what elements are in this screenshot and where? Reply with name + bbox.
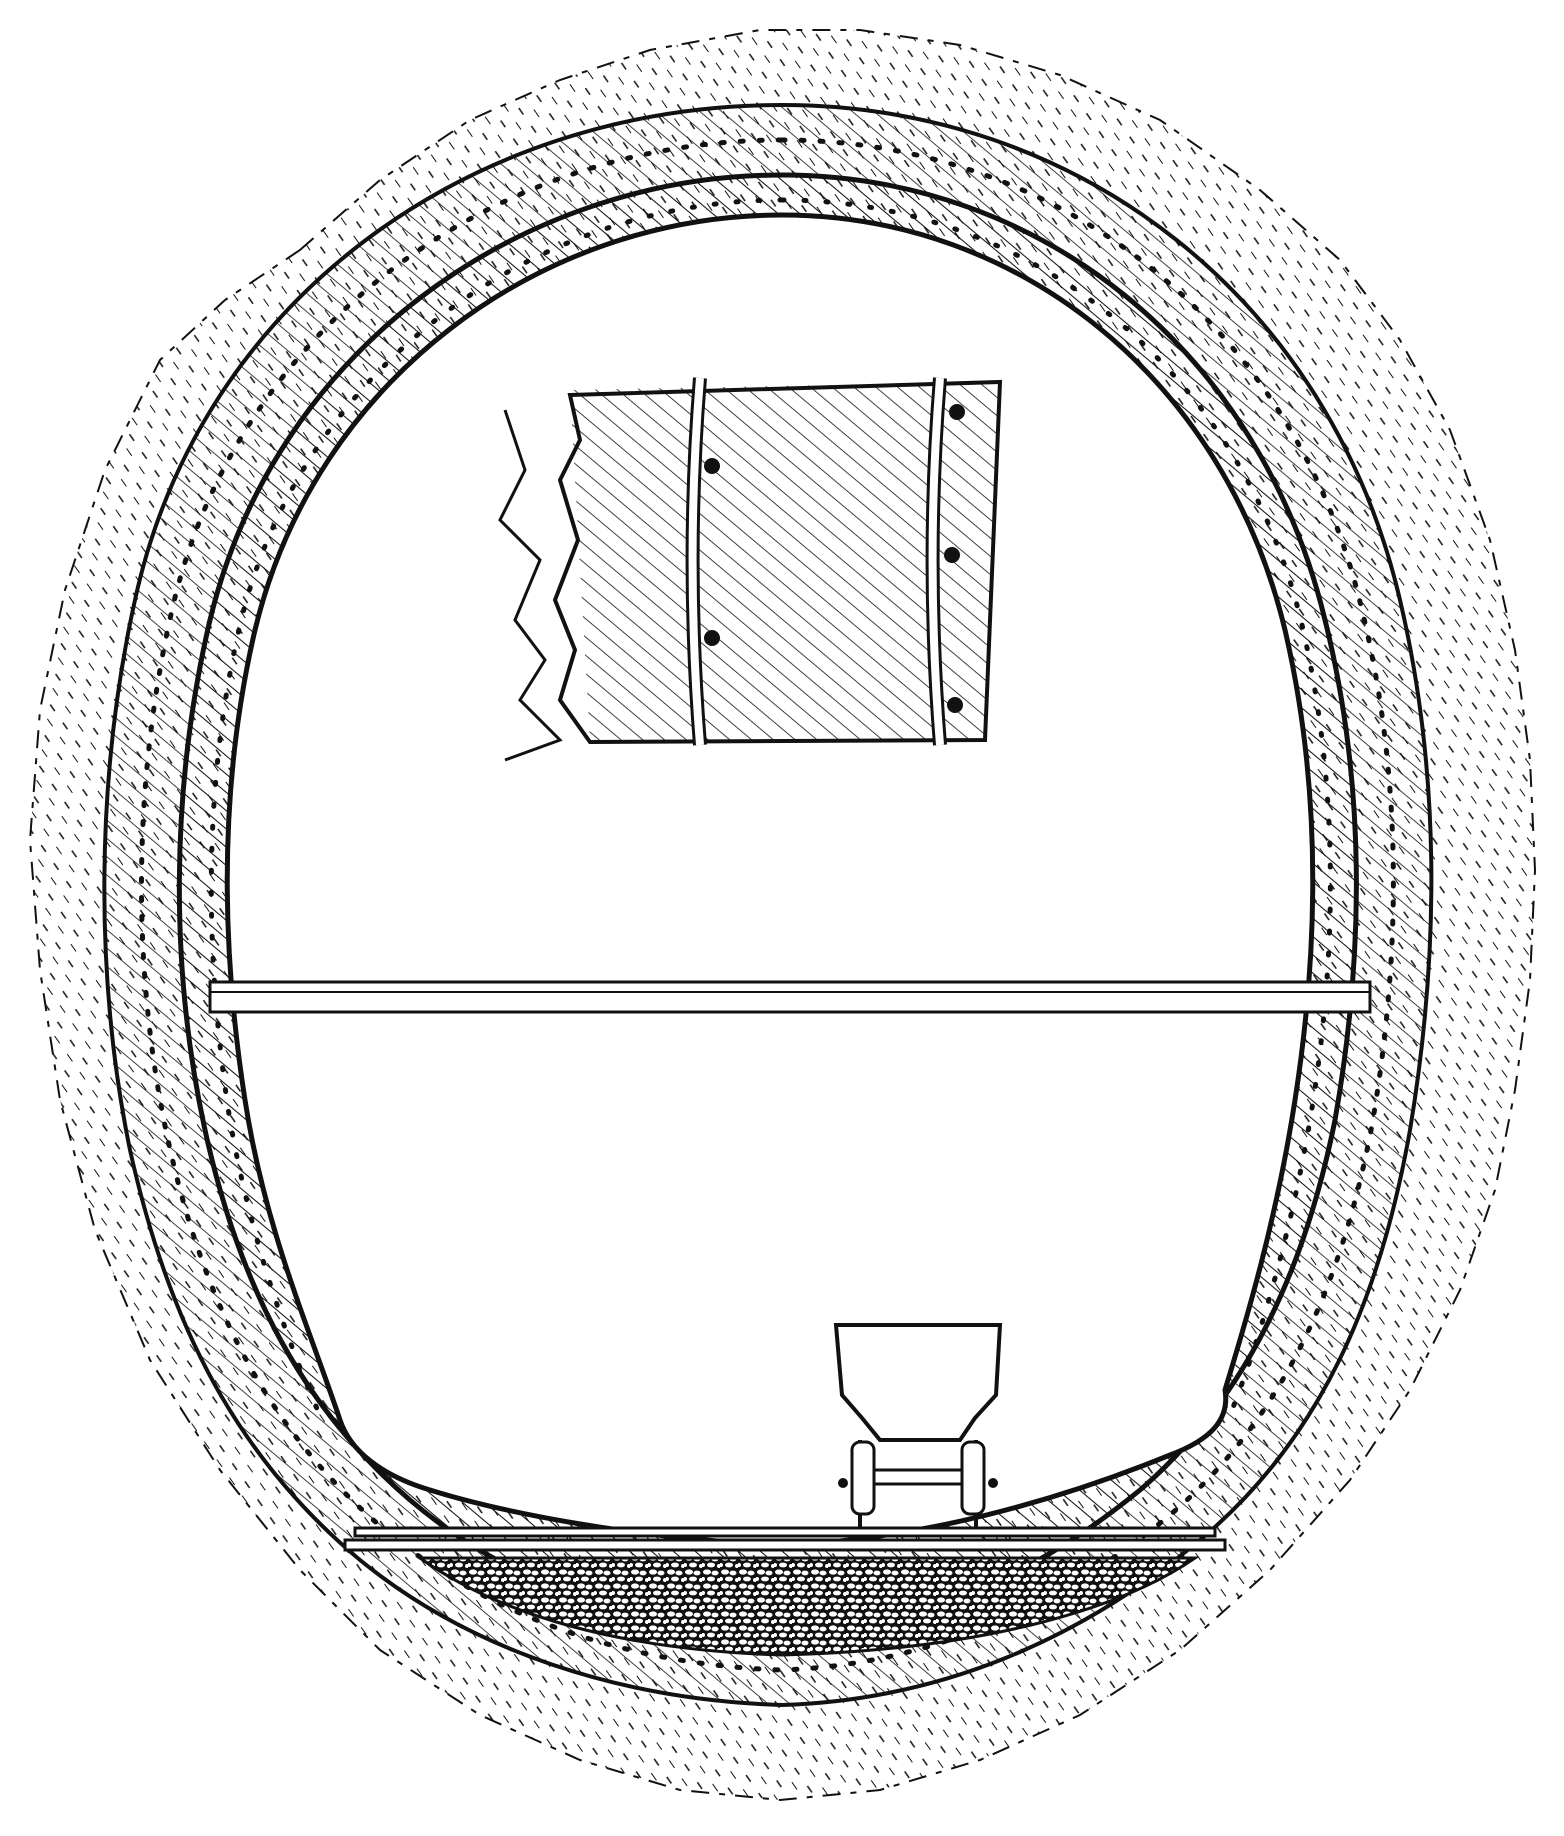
inset-outline — [552, 379, 1003, 745]
cart-body — [833, 1323, 1003, 1442]
inner-rivet-line — [779, 197, 1333, 1413]
cart-axle — [870, 1468, 966, 1486]
crossbeam — [208, 980, 1372, 1014]
mine-cart — [833, 1323, 1003, 1528]
inset-rock-edge — [498, 409, 563, 762]
inner-rivet-line-left — [208, 197, 785, 1423]
hub-right — [988, 1478, 998, 1488]
inset-band-right-core — [928, 377, 944, 746]
rail-base — [343, 1538, 1227, 1552]
ballast-bed — [415, 1556, 1200, 1657]
wheel-right — [960, 1440, 986, 1516]
hub-left — [838, 1478, 848, 1488]
rail-top — [353, 1526, 1217, 1538]
rivet — [947, 697, 963, 713]
crossbeam-bar — [208, 980, 1372, 1014]
lining-joint-line — [139, 137, 1396, 1673]
rivet — [949, 404, 965, 420]
rivet — [944, 547, 960, 563]
gravel-fill — [415, 1556, 1200, 1657]
lining-detail-inset — [498, 377, 1003, 762]
rail-track — [343, 1526, 1227, 1552]
rivet — [704, 458, 720, 474]
inset-band-left-core — [688, 377, 704, 746]
wheel-left — [850, 1440, 876, 1516]
rivet — [704, 630, 720, 646]
